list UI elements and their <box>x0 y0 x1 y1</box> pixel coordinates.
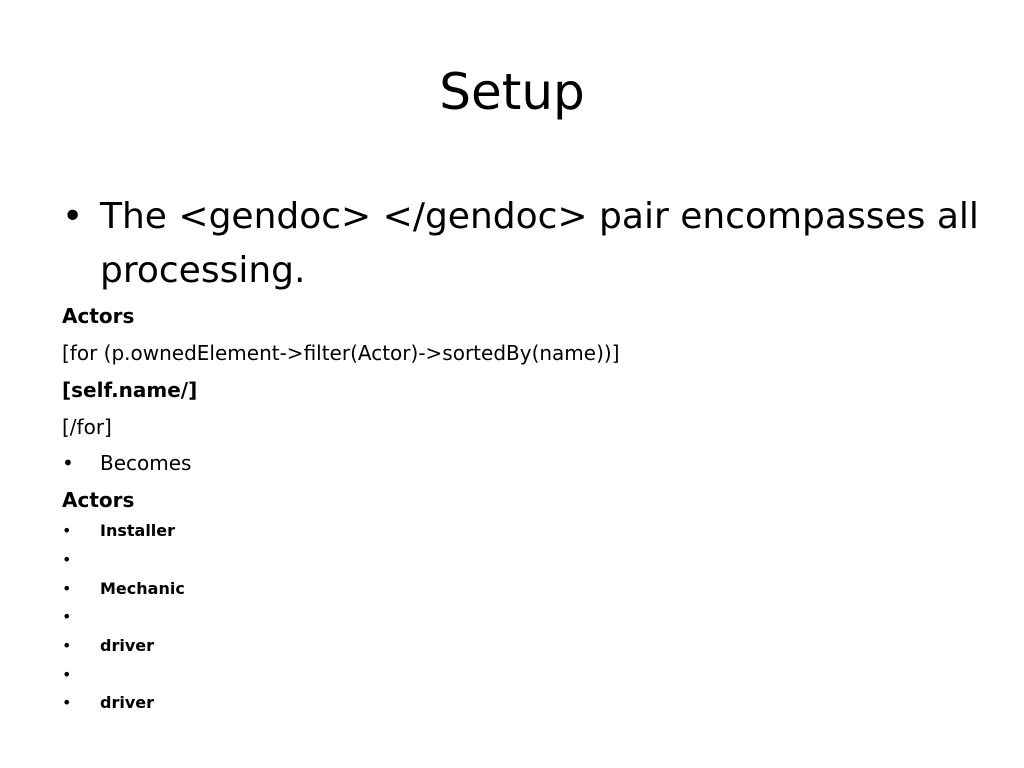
actor-item: • Mechanic <box>62 578 185 600</box>
actor-item: • Installer <box>62 520 175 542</box>
bullet-marker: • <box>62 550 72 569</box>
actor-item-label: driver <box>100 693 154 712</box>
main-bullet: • The <gendoc> </gendoc> pair encompasse… <box>62 190 982 298</box>
for-loop-start: [for (p.ownedElement->filter(Actor)->sor… <box>62 341 620 365</box>
bullet-marker: • <box>62 521 72 540</box>
slide-title: Setup <box>439 63 585 121</box>
actor-item-label: driver <box>100 636 154 655</box>
bullet-marker: • <box>62 693 72 712</box>
actor-item: • <box>62 549 100 571</box>
for-loop-end: [/for] <box>62 415 112 439</box>
actor-item: • driver <box>62 635 154 657</box>
becomes-bullet: • Becomes <box>62 449 191 477</box>
becomes-text: Becomes <box>100 451 192 475</box>
bullet-marker: • <box>62 451 74 475</box>
actors-label: Actors <box>62 304 135 328</box>
bullet-marker: • <box>62 579 72 598</box>
bullet-marker: • <box>62 607 72 626</box>
self-name-expression: [self.name/] <box>62 378 198 402</box>
bullet-marker: • <box>62 665 72 684</box>
actor-item: • driver <box>62 692 154 714</box>
actors-heading: Actors <box>62 488 135 512</box>
bullet-marker: • <box>62 636 72 655</box>
bullet-marker: • <box>62 196 84 237</box>
actor-item-label: Mechanic <box>100 579 185 598</box>
main-bullet-text: The <gendoc> </gendoc> pair encompasses … <box>100 196 979 291</box>
actor-item: • <box>62 664 100 686</box>
actor-item: • <box>62 606 100 628</box>
actor-item-label: Installer <box>100 521 176 540</box>
